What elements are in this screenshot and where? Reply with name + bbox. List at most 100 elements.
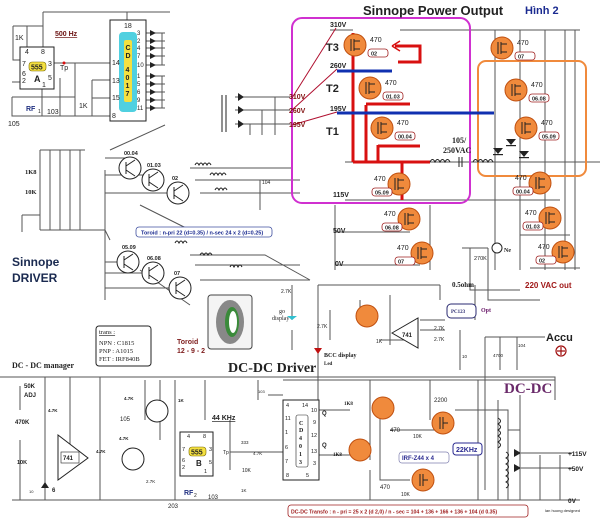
mosfet-icon: [528, 171, 552, 195]
ic-label: 555: [191, 450, 203, 457]
transformer-windings: [497, 417, 509, 489]
gate-resistor-label: 470: [384, 211, 396, 218]
transfo-spec-box: [287, 504, 529, 518]
pin-label: 6: [22, 71, 26, 78]
q-output-label: Q: [322, 411, 327, 417]
resistor-label: 2.7K: [434, 326, 445, 332]
dcdc-driver-title: DC-DC Driver: [228, 361, 316, 376]
resistor-label: 2.7K: [317, 324, 328, 330]
transistor-pnp-icon: [355, 304, 379, 328]
capacitor-label: 105: [8, 121, 20, 128]
svg-text:13: 13: [311, 449, 317, 455]
pin-label: 2: [137, 39, 141, 45]
svg-text:10: 10: [311, 408, 317, 414]
phase-tag-label: 05.09: [542, 135, 556, 141]
phase-tag-label: 06.08: [385, 226, 399, 232]
resistor-label: 1K: [15, 35, 24, 42]
driver-transistor: 00.04: [118, 151, 142, 180]
phase-tag: [538, 131, 560, 141]
lc-filter: [429, 157, 494, 167]
led-icon: [287, 316, 297, 320]
capacitor-label: 104: [262, 180, 271, 186]
phase-tag-label: 00.04: [398, 135, 413, 141]
diode-icon: [150, 81, 156, 87]
transistor-npn-icon: [166, 181, 190, 205]
svg-text:5: 5: [306, 473, 309, 479]
opamp-label: 741: [63, 456, 74, 462]
pin-label: 11: [137, 106, 144, 112]
capacitor-label: 2200: [434, 398, 448, 404]
phase-tag: [367, 48, 389, 58]
diode-icon: [150, 105, 156, 111]
frequency-box: [452, 442, 483, 456]
driver-transistor: 05.09: [116, 245, 140, 274]
input-transformer: [221, 93, 290, 135]
svg-text:C: C: [299, 421, 303, 427]
phase-tag: [535, 255, 557, 265]
toroid-label: 12 - 9 - 2: [177, 348, 205, 355]
diode-icon: [238, 93, 244, 101]
driver-transistor: 02: [166, 176, 190, 205]
opamp-label: 741: [402, 333, 413, 339]
frequency-label: 22KHz: [456, 447, 478, 454]
frequency-label: 44 KHz: [212, 415, 236, 422]
parts-list: trans : NPN : C1815 PNP : A1015 FET : IR…: [95, 325, 152, 367]
capacitor-label: 10: [29, 489, 34, 494]
resistor-label: RF: [184, 490, 194, 497]
diode-icon: [514, 464, 521, 472]
resistor-label: 470K: [15, 420, 30, 426]
transistor-npn-icon: [168, 276, 192, 300]
resistor-label: 2.7K: [281, 289, 292, 295]
gate-resistor-label: 470: [517, 40, 529, 47]
phase-tag-label: 00.04: [516, 190, 531, 196]
resistor-label: 10K: [242, 468, 252, 474]
svg-text:FET : IRF840B: FET : IRF840B: [99, 356, 140, 363]
tap-label: T2: [326, 83, 339, 95]
power-output: 310V 260V 195V 115V 50V 0V 310V 260V 195…: [289, 22, 575, 290]
voltage-label: 50V: [333, 228, 346, 235]
pot-label: 50K: [24, 384, 36, 390]
transistor-pnp-icon: [348, 438, 372, 462]
ac-output-label: 220 VAC out: [525, 281, 572, 290]
driver-title: Sinnope: [12, 255, 60, 269]
mosfet-icon: [370, 116, 394, 140]
toroid-spec-box: [135, 226, 273, 238]
capacitor-label: 103: [208, 495, 219, 501]
driver-transistor: 07: [168, 271, 192, 300]
tap-label: T1: [326, 126, 339, 138]
svg-text:8: 8: [203, 434, 206, 440]
svg-text:4: 4: [126, 67, 130, 74]
opamp-741-icon: [390, 317, 419, 349]
svg-text:0: 0: [299, 444, 302, 450]
designer-credit: lan huong designed: [545, 508, 580, 513]
resistor-label: RF: [26, 106, 36, 113]
pin-label: 4: [137, 46, 141, 52]
mosfet-icon: [410, 241, 434, 265]
phase-tag: [522, 221, 544, 231]
svg-text:1: 1: [285, 430, 288, 436]
resistor-label: 4.7K: [48, 408, 58, 413]
transistor-label: 02: [172, 176, 178, 182]
svg-text:1: 1: [299, 452, 302, 458]
toroid-windings: [174, 162, 243, 269]
pin-label: 2: [22, 78, 26, 85]
toroid-image: [207, 294, 253, 350]
power-output-frame: [291, 17, 471, 204]
diode-icon: [150, 30, 156, 36]
pin-label: 3: [48, 61, 52, 68]
capacitor-label: 104: [518, 343, 526, 348]
svg-text:PNP : A1015: PNP : A1015: [99, 348, 133, 355]
phase-tag: [381, 222, 403, 232]
svg-text:14: 14: [302, 403, 308, 409]
pin-label: 4: [25, 49, 29, 56]
capacitor-label: 105/: [452, 136, 467, 145]
phase-tag-label: 01.03: [386, 95, 400, 101]
mosfet-icon: [490, 36, 514, 60]
svg-text:NPN : C1815: NPN : C1815: [99, 340, 134, 347]
diode-icon: [238, 106, 244, 114]
phase-tag: [394, 131, 416, 141]
